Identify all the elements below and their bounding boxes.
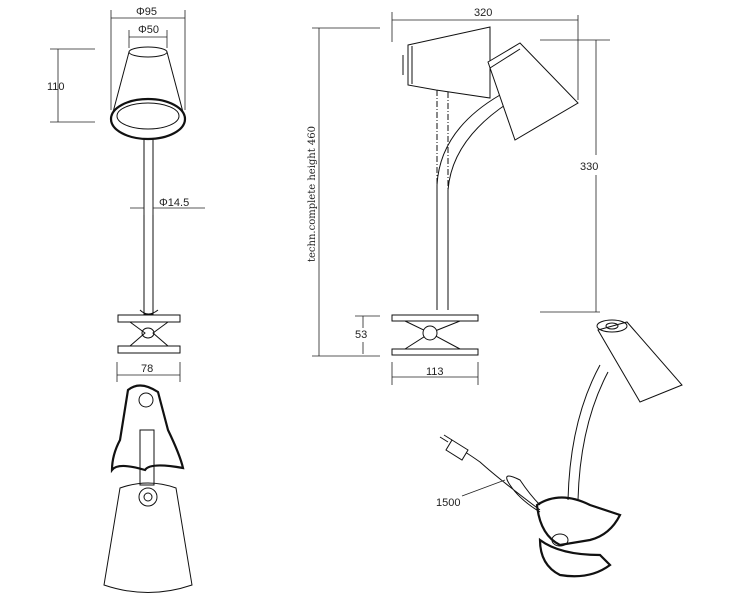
perspective-view xyxy=(439,319,683,578)
dim-overall-width: 320 xyxy=(474,7,492,19)
front-shade-sides xyxy=(111,51,185,117)
dim-shade-height: 110 xyxy=(47,81,65,93)
dim-stem-diameter: Φ14.5 xyxy=(159,197,189,209)
dim-shade-outer-diameter: Φ95 xyxy=(136,6,157,18)
front-shade-rim xyxy=(109,97,187,141)
dim-cable-length: 1500 xyxy=(436,497,460,509)
front-shade-top xyxy=(128,46,168,58)
front-view xyxy=(50,10,205,382)
power-cord xyxy=(464,451,541,513)
dim-clamp-width: 78 xyxy=(141,363,153,375)
perspective-clamp-top xyxy=(535,496,622,547)
side-head-tilted xyxy=(487,42,579,141)
dim-clamp-height: 53 xyxy=(355,329,367,341)
side-gooseneck xyxy=(436,94,509,310)
dim-shade-top-diameter: Φ50 xyxy=(138,24,159,36)
dim-arm-height: 330 xyxy=(580,161,598,173)
perspective-gooseneck xyxy=(567,364,609,501)
side-view xyxy=(312,12,610,385)
dim-clamp-depth: 113 xyxy=(426,366,444,378)
side-head-folded xyxy=(407,26,491,99)
front-clamp-plates xyxy=(117,314,181,354)
top-clamp-outline xyxy=(110,384,185,474)
side-clamp-plates xyxy=(391,314,479,356)
top-view xyxy=(103,384,193,593)
perspective-shade xyxy=(597,321,683,403)
top-shade xyxy=(103,482,193,593)
power-plug xyxy=(445,439,469,461)
perspective-clamp-bottom xyxy=(538,537,612,578)
dim-total-height: techn.complete height 460 xyxy=(307,126,318,262)
front-stem xyxy=(143,138,154,315)
